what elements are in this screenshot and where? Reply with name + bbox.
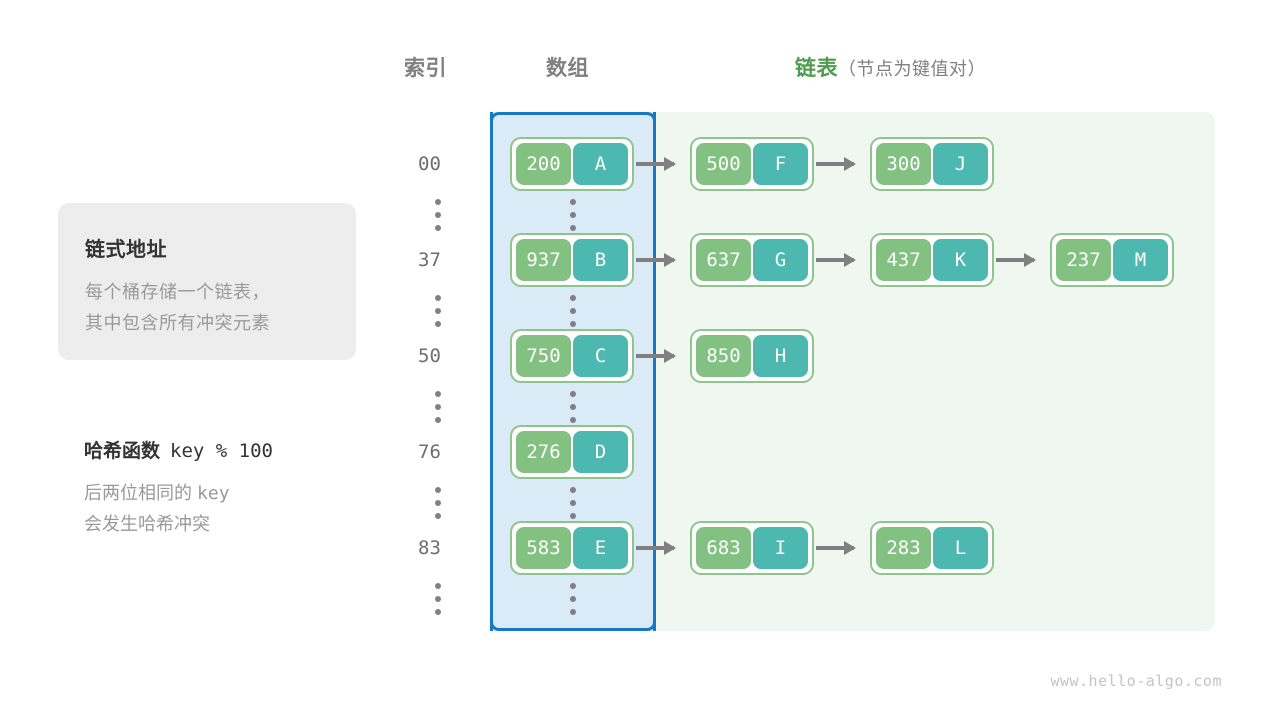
node-key: 583 (516, 527, 571, 569)
node-key: 937 (516, 239, 571, 281)
hash-note-line-2: 会发生哈希冲突 (84, 514, 210, 534)
array-ellipsis (570, 295, 576, 327)
index-ellipsis (435, 199, 441, 231)
next-pointer-arrow (996, 253, 1036, 267)
node-value: F (753, 143, 808, 185)
array-ellipsis (570, 583, 576, 615)
node-key: 500 (696, 143, 751, 185)
node-value: K (933, 239, 988, 281)
node-key: 300 (876, 143, 931, 185)
node-value: A (573, 143, 628, 185)
node-key: 276 (516, 431, 571, 473)
column-header-linked-list: 链表（节点为键值对） (795, 52, 986, 82)
node-value: L (933, 527, 988, 569)
hash-function-description: 后两位相同的 key 会发生哈希冲突 (84, 478, 230, 540)
info-card-body: 每个桶存储一个链表， 其中包含所有冲突元素 (85, 277, 270, 339)
info-card-line-1: 每个桶存储一个链表， (85, 282, 270, 302)
node-value: D (573, 431, 628, 473)
next-pointer-arrow (636, 349, 676, 363)
next-pointer-arrow (636, 157, 676, 171)
node-key: 637 (696, 239, 751, 281)
node-value: I (753, 527, 808, 569)
bucket-index-label: 76 (418, 441, 441, 463)
index-ellipsis (435, 487, 441, 519)
hash-function-title: 哈希函数 key % 100 (84, 436, 273, 463)
node-value: G (753, 239, 808, 281)
hash-note-line-1: 后两位相同的 key (84, 478, 230, 509)
index-ellipsis (435, 391, 441, 423)
index-ellipsis (435, 295, 441, 327)
bucket-index-label: 00 (418, 153, 441, 175)
bucket-index-label: 37 (418, 249, 441, 271)
info-card: 链式地址 每个桶存储一个链表， 其中包含所有冲突元素 (58, 203, 356, 360)
next-pointer-arrow (636, 541, 676, 555)
node-key: 283 (876, 527, 931, 569)
array-ellipsis (570, 199, 576, 231)
column-header-index: 索引 (404, 57, 447, 80)
array-ellipsis (570, 487, 576, 519)
info-card-line-2: 其中包含所有冲突元素 (85, 313, 270, 333)
node-key: 683 (696, 527, 751, 569)
hash-note-line-1-mono: key (197, 483, 230, 504)
node-value: J (933, 143, 988, 185)
node-key: 237 (1056, 239, 1111, 281)
array-ellipsis (570, 391, 576, 423)
info-card-title: 链式地址 (85, 239, 167, 261)
hash-note-line-1-text: 后两位相同的 (84, 483, 192, 503)
bucket-index-label: 83 (418, 537, 441, 559)
next-pointer-arrow (636, 253, 676, 267)
next-pointer-arrow (816, 541, 856, 555)
node-value: M (1113, 239, 1168, 281)
footer-watermark: www.hello-algo.com (1050, 672, 1222, 690)
node-key: 200 (516, 143, 571, 185)
column-header-linked-list-sub: （节点为键值对） (838, 59, 986, 79)
next-pointer-arrow (816, 157, 856, 171)
node-value: B (573, 239, 628, 281)
node-key: 437 (876, 239, 931, 281)
index-ellipsis (435, 583, 441, 615)
hash-function-formula: key % 100 (170, 440, 273, 462)
column-header-linked-list-main: 链表 (795, 57, 838, 80)
node-value: E (573, 527, 628, 569)
column-header-array: 数组 (546, 57, 589, 80)
hash-function-label: 哈希函数 (84, 441, 161, 462)
bucket-index-label: 50 (418, 345, 441, 367)
node-value: C (573, 335, 628, 377)
node-key: 750 (516, 335, 571, 377)
next-pointer-arrow (816, 253, 856, 267)
node-key: 850 (696, 335, 751, 377)
node-value: H (753, 335, 808, 377)
